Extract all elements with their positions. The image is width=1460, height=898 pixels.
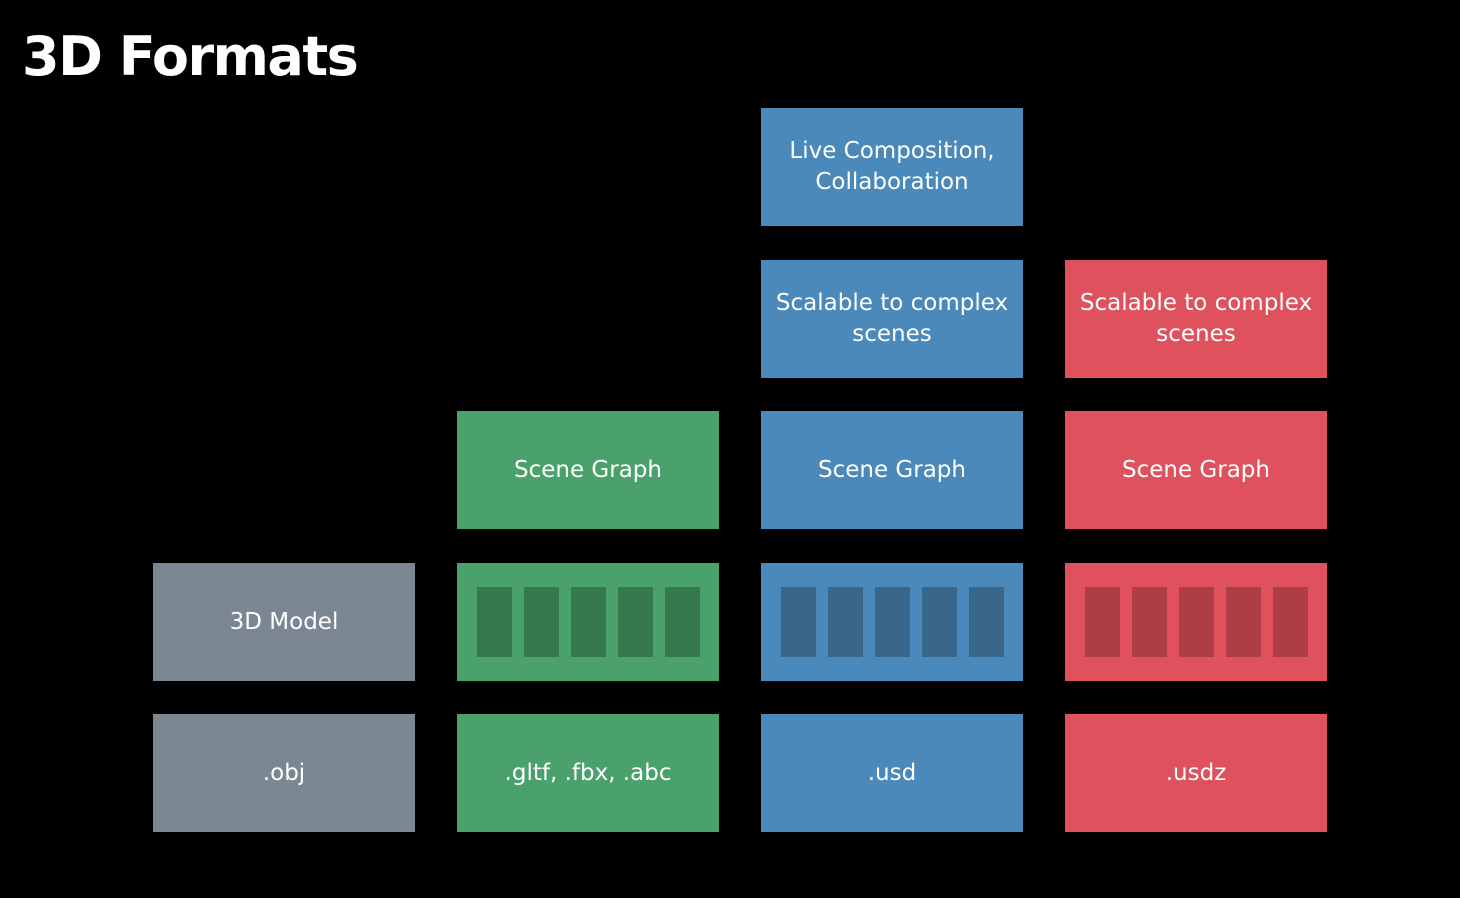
gltf-data-strips-box bbox=[457, 563, 719, 681]
data-strip bbox=[1272, 587, 1308, 657]
data-strip bbox=[1225, 587, 1261, 657]
obj-format-label: .obj bbox=[262, 759, 306, 786]
usdz-scalable-label: Scalable to complex scenes bbox=[1079, 290, 1313, 347]
gltf-format-box: .gltf, .fbx, .abc bbox=[457, 714, 719, 832]
usdz-scalable-box: Scalable to complex scenes bbox=[1065, 260, 1327, 378]
usd-live-composition-box: Live Composition, Collaboration bbox=[761, 108, 1023, 226]
obj-3d-model-box: 3D Model bbox=[153, 563, 415, 681]
data-strip bbox=[1084, 587, 1120, 657]
usdz-format-label: .usdz bbox=[1165, 759, 1227, 786]
data-strip bbox=[968, 587, 1004, 657]
data-strip bbox=[1131, 587, 1167, 657]
usd-format-box: .usd bbox=[761, 714, 1023, 832]
data-strip bbox=[523, 587, 559, 657]
obj-format-box: .obj bbox=[153, 714, 415, 832]
gltf-scene-graph-label: Scene Graph bbox=[514, 456, 662, 483]
usd-live-composition-label: Live Composition, Collaboration bbox=[789, 138, 995, 195]
usd-data-strips-box bbox=[761, 563, 1023, 681]
slide-title: 3D Formats bbox=[22, 25, 359, 88]
usdz-scene-graph-label: Scene Graph bbox=[1122, 456, 1270, 483]
usd-format-label: .usd bbox=[867, 759, 917, 786]
usd-scene-graph-box: Scene Graph bbox=[761, 411, 1023, 529]
gltf-format-label: .gltf, .fbx, .abc bbox=[504, 759, 672, 786]
data-strip bbox=[874, 587, 910, 657]
usd-scene-graph-label: Scene Graph bbox=[818, 456, 966, 483]
data-strip bbox=[664, 587, 700, 657]
data-strip bbox=[1178, 587, 1214, 657]
gltf-scene-graph-box: Scene Graph bbox=[457, 411, 719, 529]
data-strip bbox=[570, 587, 606, 657]
usd-scalable-label: Scalable to complex scenes bbox=[775, 290, 1009, 347]
obj-3d-model-label: 3D Model bbox=[229, 608, 339, 635]
data-strip bbox=[476, 587, 512, 657]
usd-scalable-box: Scalable to complex scenes bbox=[761, 260, 1023, 378]
data-strip bbox=[780, 587, 816, 657]
usdz-data-strips-box bbox=[1065, 563, 1327, 681]
usdz-format-box: .usdz bbox=[1065, 714, 1327, 832]
usdz-scene-graph-box: Scene Graph bbox=[1065, 411, 1327, 529]
data-strip bbox=[617, 587, 653, 657]
data-strip bbox=[827, 587, 863, 657]
data-strip bbox=[921, 587, 957, 657]
